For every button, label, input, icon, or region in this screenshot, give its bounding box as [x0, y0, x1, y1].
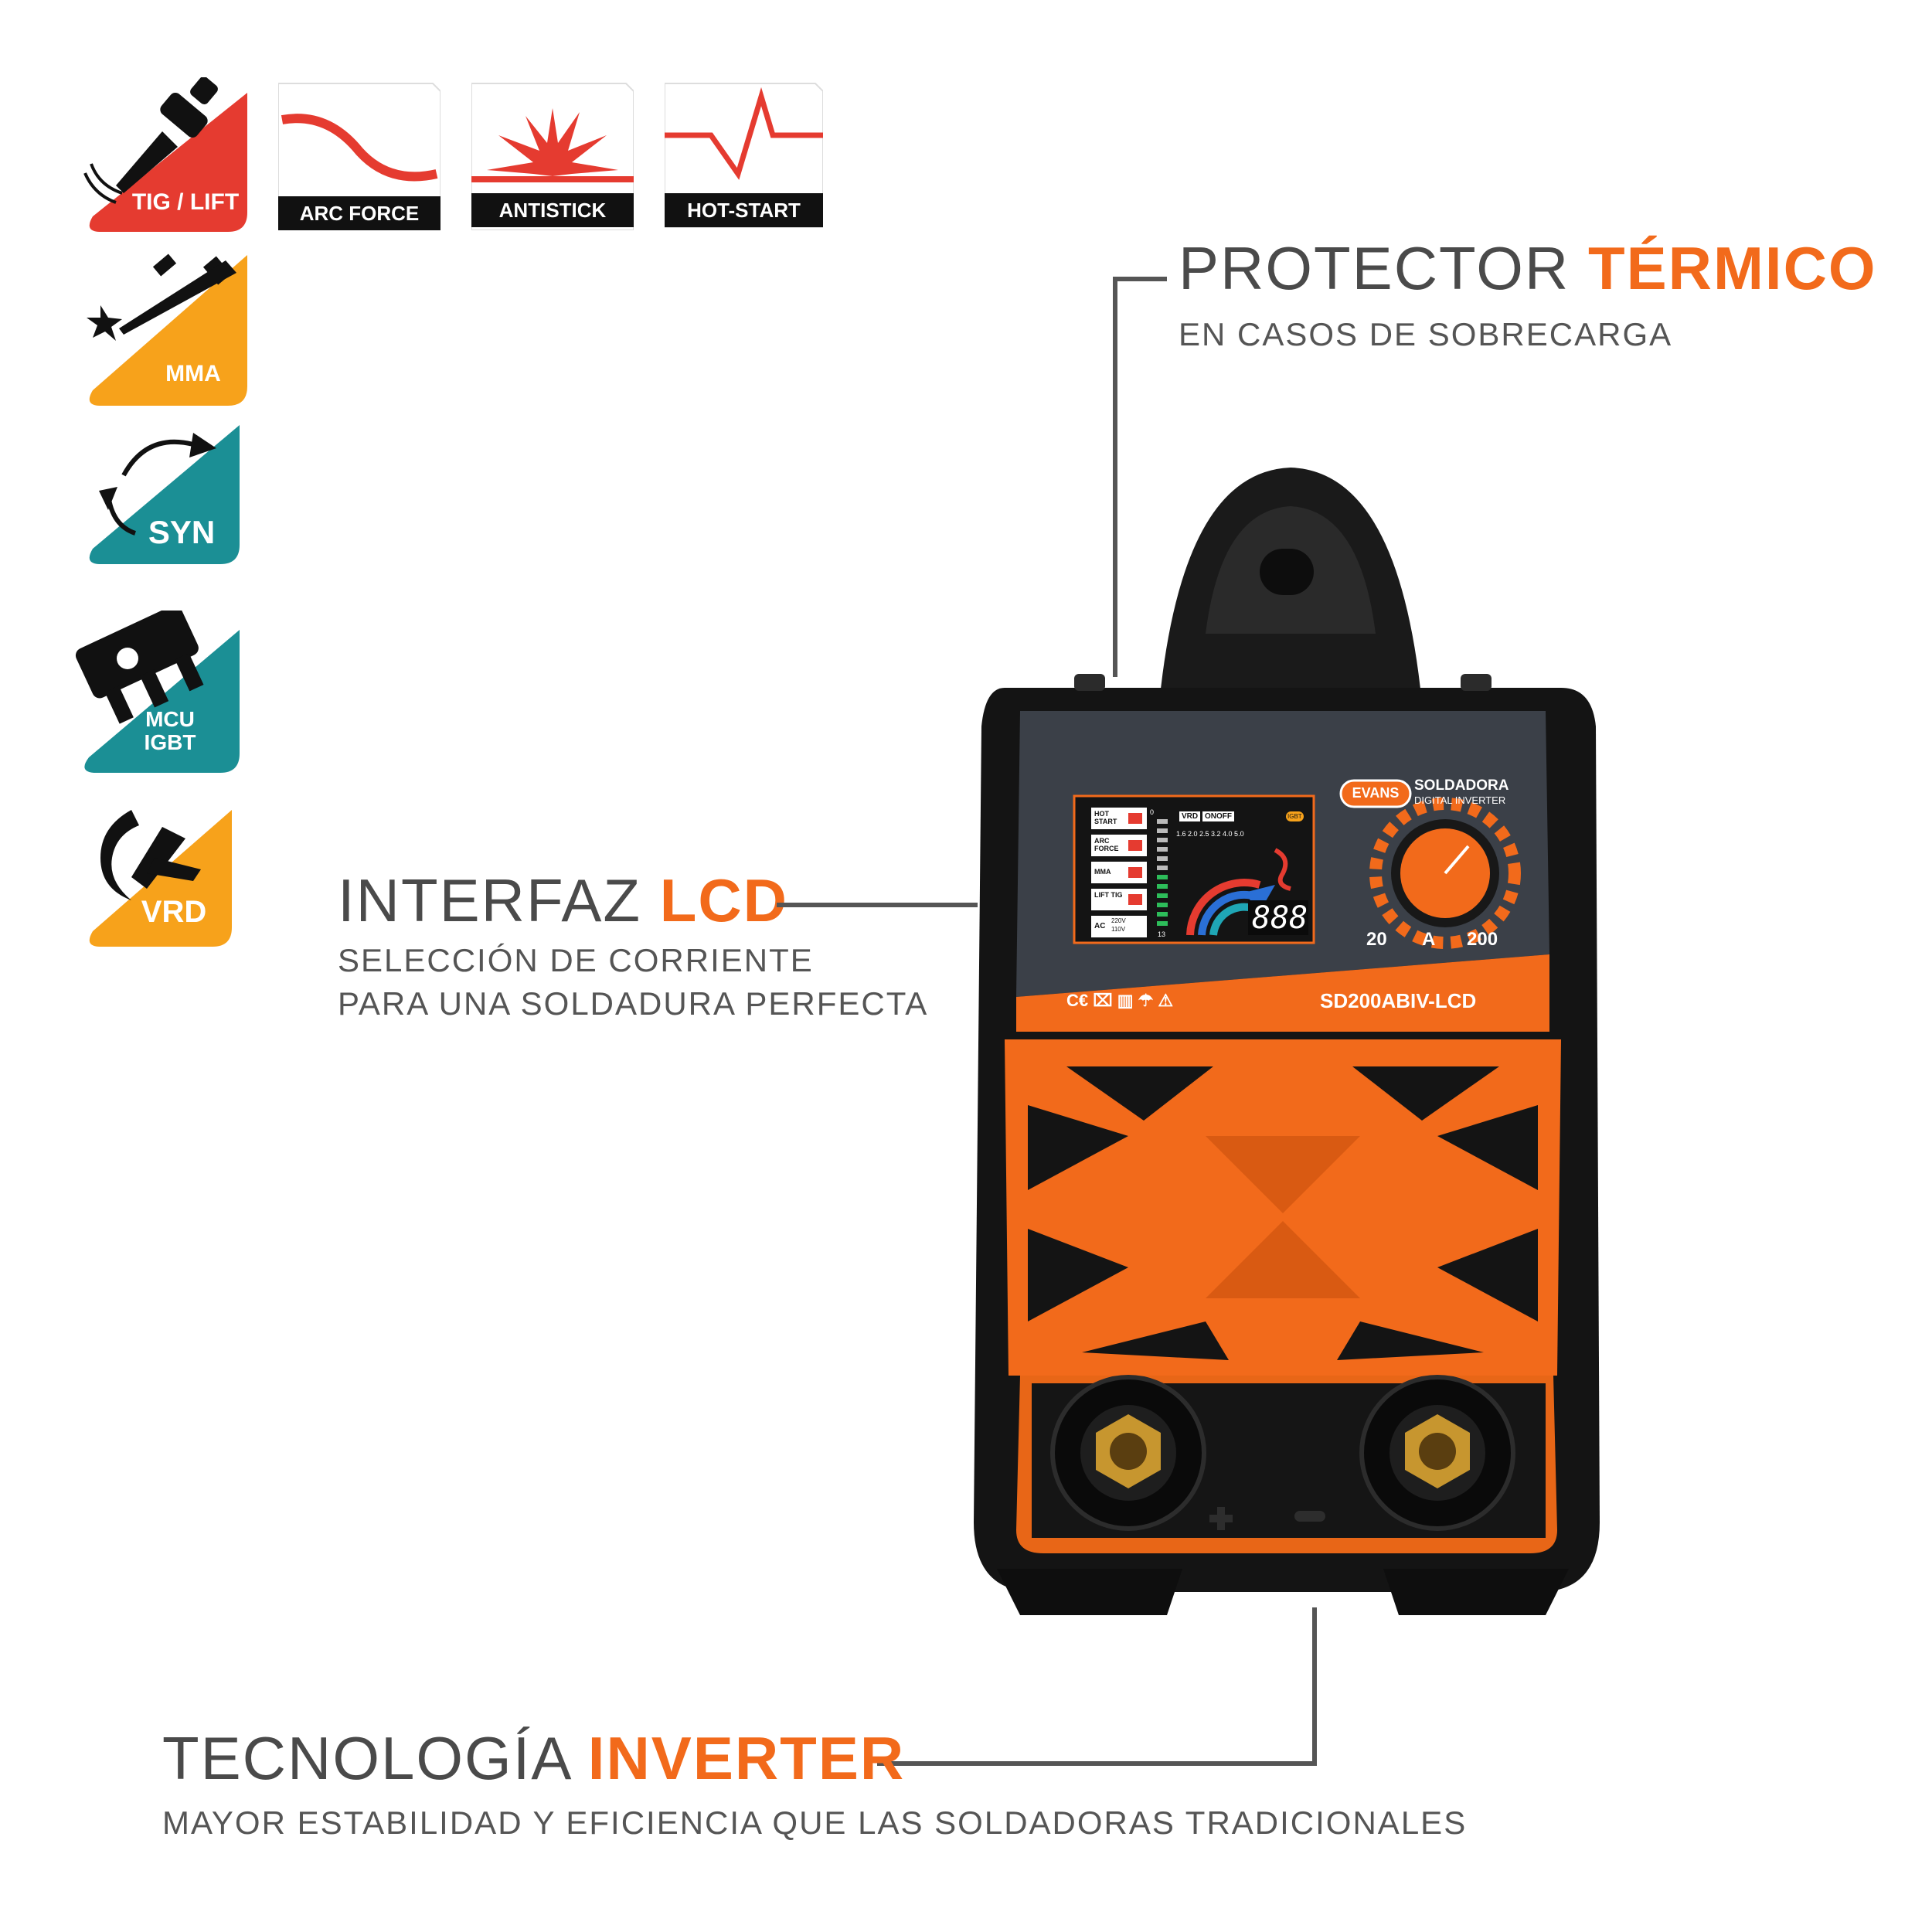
- lcd-menu-hot-start: HOT START: [1094, 810, 1117, 825]
- lcd-menu-mma: MMA: [1094, 868, 1111, 876]
- syn-label: SYN: [148, 514, 216, 550]
- lcd-bar-bottom: 13: [1158, 930, 1166, 938]
- lcd-vrd-label: VRD: [1179, 811, 1201, 821]
- lcd-ac-label: AC: [1094, 922, 1106, 930]
- feature-badge-mma: MMA: [77, 243, 247, 406]
- feature-badge-syn: SYN: [77, 417, 247, 564]
- function-antistick: ANTISTICK: [471, 77, 634, 231]
- thermal-subtitle: EN CASOS DE SOBRECARGA: [1179, 316, 1673, 352]
- arc-force-label: ARC FORCE: [278, 196, 440, 230]
- brand-logo: EVANS: [1352, 785, 1400, 801]
- mma-electrode-icon: [87, 253, 247, 406]
- feature-badge-tig: TIG / LIFT: [77, 76, 247, 232]
- function-hot-start: HOT-START: [664, 77, 824, 229]
- mcu-label: MCU: [145, 707, 195, 731]
- product-line-1: SOLDADORA: [1414, 777, 1509, 794]
- leader-thermal-horizontal: [1113, 277, 1167, 281]
- mma-label: MMA: [165, 361, 221, 386]
- chip-icon: [75, 605, 240, 773]
- leader-inverter-horizontal: [877, 1761, 1317, 1766]
- lcd-menu-lift-tig: LIFT TIG: [1094, 891, 1123, 899]
- leader-lcd: [777, 903, 978, 907]
- lcd-bar-top: 0: [1150, 808, 1155, 816]
- tig-label: TIG / LIFT: [131, 189, 240, 215]
- vrd-shield-icon: [89, 810, 232, 947]
- lcd-menu-arc-force: ARC FORCE: [1094, 837, 1119, 852]
- leader-inverter-vertical: [1312, 1607, 1317, 1766]
- lcd-electrode-scale: 1.6 2.0 2.5 3.2 4.0 5.0: [1176, 830, 1244, 838]
- thermal-title: PROTECTOR TÉRMICO: [1179, 234, 1877, 302]
- lcd-current-readout: 888: [1252, 900, 1308, 936]
- antistick-label: ANTISTICK: [471, 193, 634, 227]
- hot-start-label: HOT-START: [665, 193, 823, 227]
- inverter-subtitle: MAYOR ESTABILIDAD Y EFICIENCIA QUE LAS S…: [162, 1804, 1468, 1841]
- lcd-110v: 110V: [1111, 926, 1126, 933]
- leader-thermal-vertical: [1113, 277, 1117, 677]
- machine-body: [974, 468, 1600, 1615]
- welding-machine: EVANS SOLDADORA DIGITAL INVERTER 20 A 20…: [951, 456, 1615, 1631]
- dial-min-label: 20: [1366, 929, 1387, 950]
- syn-arrows-icon: [89, 425, 240, 564]
- vrd-label: VRD: [141, 895, 207, 929]
- feature-badge-mcu: MCU IGBT: [66, 605, 240, 773]
- model-label: SD200ABIV-LCD: [1320, 989, 1477, 1012]
- function-arc-force: ARC FORCE: [277, 77, 441, 231]
- igbt-label: IGBT: [144, 730, 196, 754]
- lcd-igbt-label: IGBT: [1286, 811, 1304, 821]
- dial-unit-label: A: [1422, 929, 1436, 950]
- lcd-onoff-label: ONOFF: [1202, 811, 1234, 821]
- lcd-subtitle-1: SELECCIÓN DE CORRIENTE: [338, 942, 814, 978]
- dial-max-label: 200: [1467, 929, 1498, 950]
- certification-marks: C€ ⌧ ▥ ☂ ⚠: [1066, 991, 1174, 1010]
- lcd-subtitle-2: PARA UNA SOLDADURA PERFECTA: [338, 985, 929, 1022]
- tig-torch-icon: [83, 76, 247, 232]
- feature-badge-vrd: VRD: [77, 804, 240, 947]
- lcd-title: INTERFAZ LCD: [338, 866, 788, 934]
- inverter-title: TECNOLOGÍA INVERTER: [162, 1724, 906, 1792]
- lcd-220v: 220V: [1111, 917, 1126, 924]
- product-line-2: DIGITAL INVERTER: [1414, 794, 1506, 806]
